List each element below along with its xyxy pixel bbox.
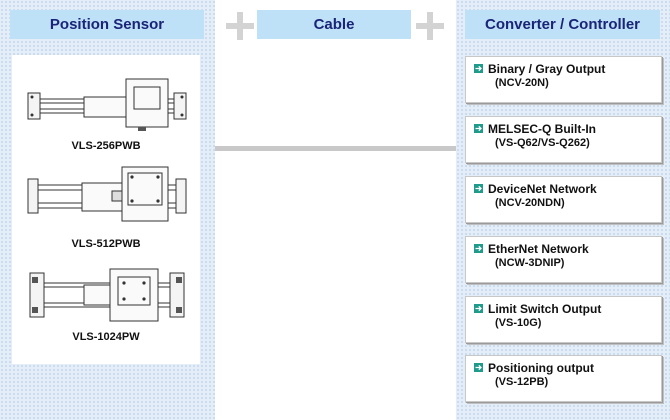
converter-model: (NCW-3DNIP) xyxy=(495,257,565,269)
cable-header: Cable xyxy=(257,10,411,39)
converter-card[interactable]: Limit Switch Output (VS-10G) xyxy=(465,296,662,343)
converter-model: (VS-12PB) xyxy=(495,376,549,388)
converter-title: Limit Switch Output xyxy=(488,302,602,316)
cable-line xyxy=(215,146,456,151)
arrow-right-icon xyxy=(474,304,483,313)
plus-icon xyxy=(416,12,444,40)
sensor-vls-256pwb-image xyxy=(27,78,187,131)
converter-model: (NCV-20NDN) xyxy=(495,197,565,209)
converter-title: MELSEC-Q Built-In xyxy=(488,122,596,136)
sensor-list: VLS-256PWB VLS-512PWB xyxy=(12,55,200,364)
sensor-vls-512pwb-image xyxy=(27,166,187,222)
sensor-label: VLS-256PWB xyxy=(71,140,141,152)
converter-card[interactable]: EtherNet Network (NCW-3DNIP) xyxy=(465,236,662,283)
converter-card[interactable]: MELSEC-Q Built-In (VS-Q62/VS-Q262) xyxy=(465,116,662,163)
position-sensor-panel: Position Sensor VLS-256PWB xyxy=(0,0,215,420)
converter-title: EtherNet Network xyxy=(488,242,589,256)
arrow-right-icon xyxy=(474,64,483,73)
converter-card[interactable]: DeviceNet Network (NCV-20NDN) xyxy=(465,176,662,223)
arrow-right-icon xyxy=(474,244,483,253)
converter-title: DeviceNet Network xyxy=(488,182,597,196)
converter-title: Positioning output xyxy=(488,361,594,375)
converter-title: Binary / Gray Output xyxy=(488,62,606,76)
position-sensor-header: Position Sensor xyxy=(10,10,204,39)
sensor-vls-1024pw-image xyxy=(29,268,185,322)
plus-icon xyxy=(226,12,254,40)
sensor-label: VLS-1024PW xyxy=(72,331,140,343)
converter-card[interactable]: Binary / Gray Output (NCV-20N) xyxy=(465,56,662,103)
arrow-right-icon xyxy=(474,363,483,372)
converter-model: (VS-10G) xyxy=(495,317,542,329)
converter-card[interactable]: Positioning output (VS-12PB) xyxy=(465,355,662,402)
sensor-label: VLS-512PWB xyxy=(71,238,141,250)
converter-model: (VS-Q62/VS-Q262) xyxy=(495,137,590,149)
arrow-right-icon xyxy=(474,124,483,133)
arrow-right-icon xyxy=(474,184,483,193)
converter-model: (NCV-20N) xyxy=(495,77,549,89)
converter-controller-header: Converter / Controller xyxy=(465,10,660,39)
